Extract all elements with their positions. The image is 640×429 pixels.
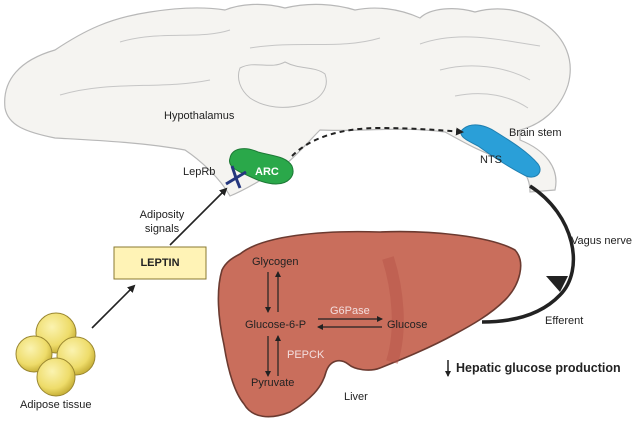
metabolic-arrows: [265, 271, 383, 377]
label-pyruvate: Pyruvate: [251, 377, 295, 389]
label-hepatic-glucose-production: Hepatic glucose production: [456, 361, 621, 375]
label-glycogen: Glycogen: [252, 256, 299, 268]
label-vagus-nerve: Vagus nerve: [571, 235, 632, 247]
liver: [217, 230, 522, 418]
label-arc: ARC: [255, 166, 279, 178]
adipose-cells: [15, 312, 96, 397]
label-liver: Liver: [344, 391, 368, 403]
nts-brain-stem: [460, 124, 541, 178]
label-pepck: PEPCK: [287, 349, 325, 361]
vagus-nerve: [481, 184, 576, 324]
brain-fold: [419, 36, 541, 47]
label-adipose-tissue: Adipose tissue: [20, 399, 92, 411]
arc-to-nts-arrow: [291, 126, 464, 157]
label-g6pase: G6Pase: [330, 305, 370, 317]
leptin-to-leprb-arrow: [169, 187, 228, 246]
label-brain-stem: Brain stem: [509, 127, 562, 139]
brain-fold: [59, 79, 211, 96]
adipose-to-leptin-arrow: [91, 284, 136, 329]
label-hypothalamus: Hypothalamus: [164, 110, 235, 122]
label-glucose-6-p: Glucose-6-P: [245, 319, 307, 331]
leptin-box: [113, 246, 207, 280]
brain-fold: [454, 93, 529, 109]
brain-fold: [237, 61, 327, 108]
brain-fold: [119, 29, 231, 43]
brain-fold: [439, 65, 531, 81]
label-nts: NTS: [480, 154, 502, 166]
label-adiposity-signals: Adiposity signals: [132, 208, 192, 237]
label-efferent: Efferent: [545, 315, 584, 327]
label-leprb: LepRb: [183, 166, 216, 178]
arc-nucleus: [229, 148, 294, 185]
brain-fold: [249, 37, 381, 49]
leprb-receptor: [225, 165, 247, 189]
adiposity-line1: Adiposity: [139, 209, 185, 221]
label-glucose: Glucose: [387, 319, 428, 331]
label-leptin: LEPTIN: [140, 257, 180, 269]
liver-ligament: [382, 256, 404, 364]
vagus-arrowhead: [546, 276, 568, 292]
adiposity-line2: signals: [144, 223, 180, 236]
brain-outline: [4, 3, 571, 197]
